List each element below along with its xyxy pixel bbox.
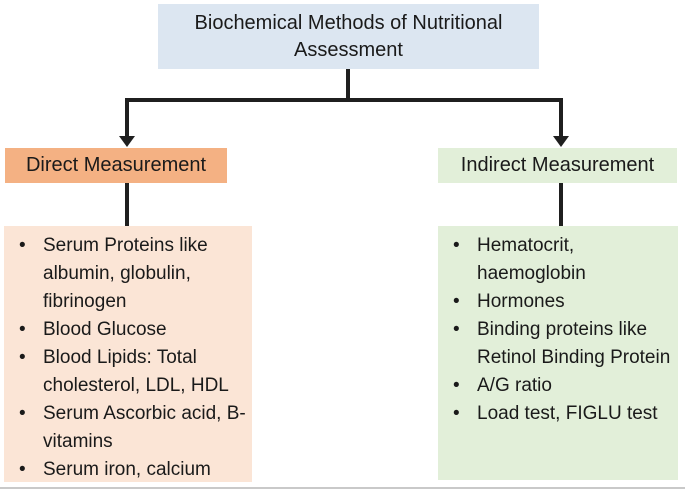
arrow-down-icon: [119, 136, 135, 147]
list-item: Serum iron, calcium: [4, 456, 246, 484]
direct-measurement-header: Direct Measurement: [5, 148, 227, 183]
list-item: Blood Glucose: [4, 316, 246, 344]
list-item: Hormones: [438, 288, 672, 316]
title-box: Biochemical Methods of Nutritional Asses…: [158, 4, 539, 69]
list-item: A/G ratio: [438, 372, 672, 400]
diagram-title: Biochemical Methods of Nutritional Asses…: [194, 11, 503, 61]
direct-items: Serum Proteins like albumin, globulin, f…: [4, 226, 252, 484]
arrow-down-icon: [553, 136, 569, 147]
indirect-measurement-list: Hematocrit, haemoglobin Hormones Binding…: [438, 226, 678, 480]
connector-branch-horizontal: [125, 98, 563, 102]
direct-measurement-list: Serum Proteins like albumin, globulin, f…: [4, 226, 252, 484]
connector-right-drop-vertical: [559, 98, 563, 137]
list-item: Serum Ascorbic acid, B-vitamins: [4, 400, 246, 456]
connector-left-drop-vertical: [125, 98, 129, 137]
connector-left-link-vertical: [125, 183, 129, 226]
list-item: Blood Lipids: Total cholesterol, LDL, HD…: [4, 344, 246, 400]
list-item: Load test, FIGLU test: [438, 400, 672, 428]
list-item: Serum Proteins like albumin, globulin, f…: [4, 232, 246, 316]
indirect-measurement-label: Indirect Measurement: [460, 154, 655, 176]
list-item: Hematocrit, haemoglobin: [438, 232, 672, 288]
list-item: Binding proteins like Retinol Binding Pr…: [438, 316, 672, 372]
connector-stem-vertical: [346, 69, 350, 102]
indirect-measurement-header: Indirect Measurement: [438, 148, 677, 183]
connector-right-link-vertical: [559, 183, 563, 226]
indirect-items: Hematocrit, haemoglobin Hormones Binding…: [438, 226, 678, 428]
direct-measurement-label: Direct Measurement: [25, 154, 207, 176]
